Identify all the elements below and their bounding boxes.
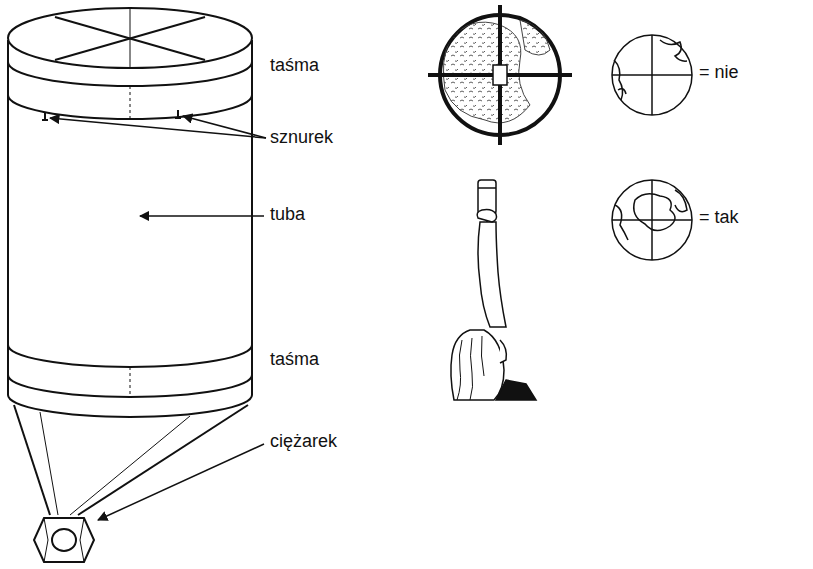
answer-views	[612, 35, 692, 260]
answer-label: = tak	[697, 208, 741, 228]
tape-label: taśma	[268, 350, 321, 370]
string-label: sznurek	[268, 128, 335, 148]
globe-view	[428, 5, 572, 145]
person-figure	[451, 180, 536, 400]
answer-label: = nie	[697, 63, 741, 83]
weight-label: ciężarek	[268, 432, 339, 452]
tube-label: tuba	[268, 205, 307, 225]
leader-lines	[50, 116, 266, 520]
tube-figure	[8, 8, 252, 562]
tape-label: taśma	[268, 56, 321, 76]
